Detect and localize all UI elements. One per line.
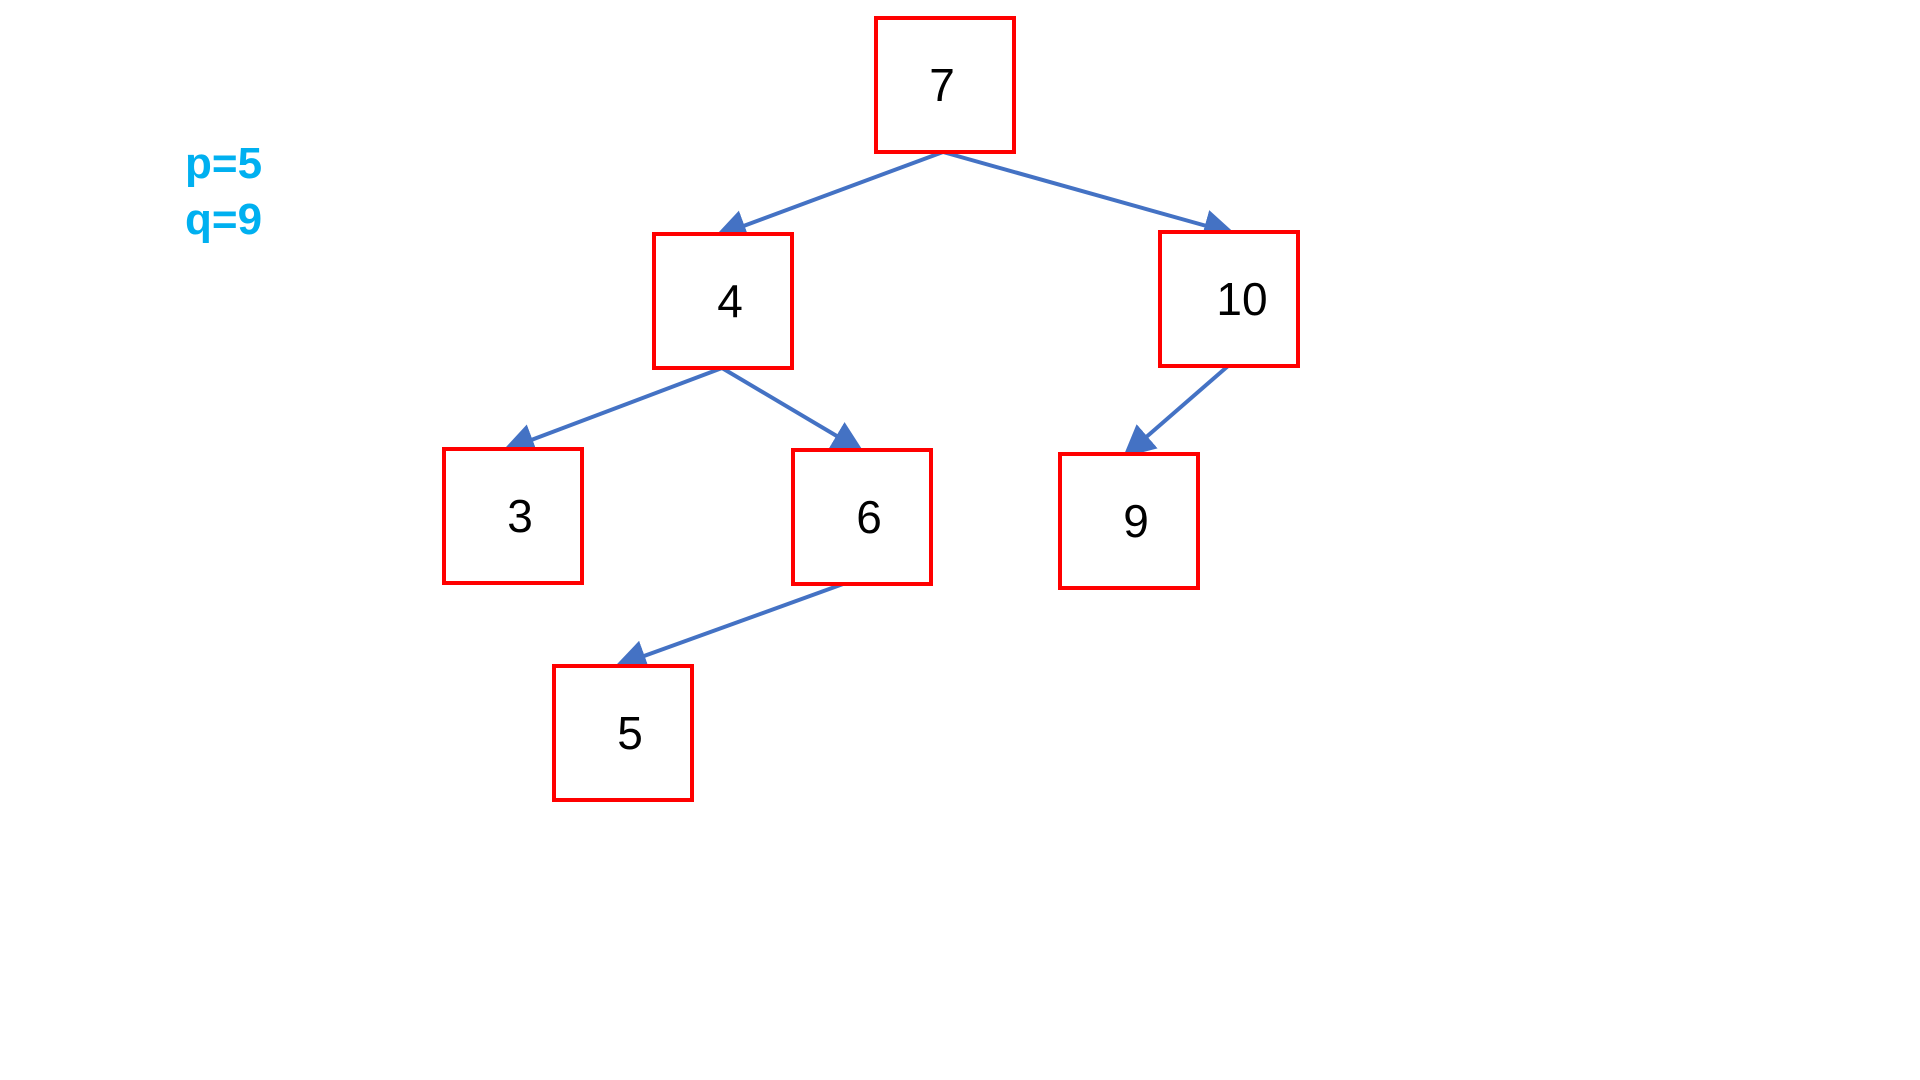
node-label: 4	[717, 275, 743, 327]
node-label: 5	[617, 707, 643, 759]
tree-node-4: 4	[652, 232, 794, 370]
node-label: 6	[856, 491, 882, 543]
edge-6-5	[614, 582, 844, 671]
node-label: 9	[1123, 495, 1149, 547]
tree-node-5: 5	[552, 664, 694, 802]
tree-node-10: 10	[1158, 230, 1300, 368]
node-label: 3	[507, 490, 533, 542]
edge-4-6	[720, 366, 864, 453]
node-label: 7	[929, 59, 955, 111]
tree-node-3: 3	[442, 447, 584, 585]
edge-7-4	[714, 150, 944, 241]
node-label: 10	[1216, 273, 1268, 325]
tree-node-6: 6	[791, 448, 933, 586]
param-q: q=9	[185, 195, 263, 244]
edge-10-9	[1122, 364, 1230, 458]
edge-4-3	[502, 366, 723, 455]
tree-node-7: 7	[874, 16, 1016, 154]
tree-node-9: 9	[1058, 452, 1200, 590]
params-panel: p=5 q=9	[185, 136, 262, 248]
edge-7-10	[942, 150, 1236, 241]
param-p: p=5	[185, 139, 263, 188]
